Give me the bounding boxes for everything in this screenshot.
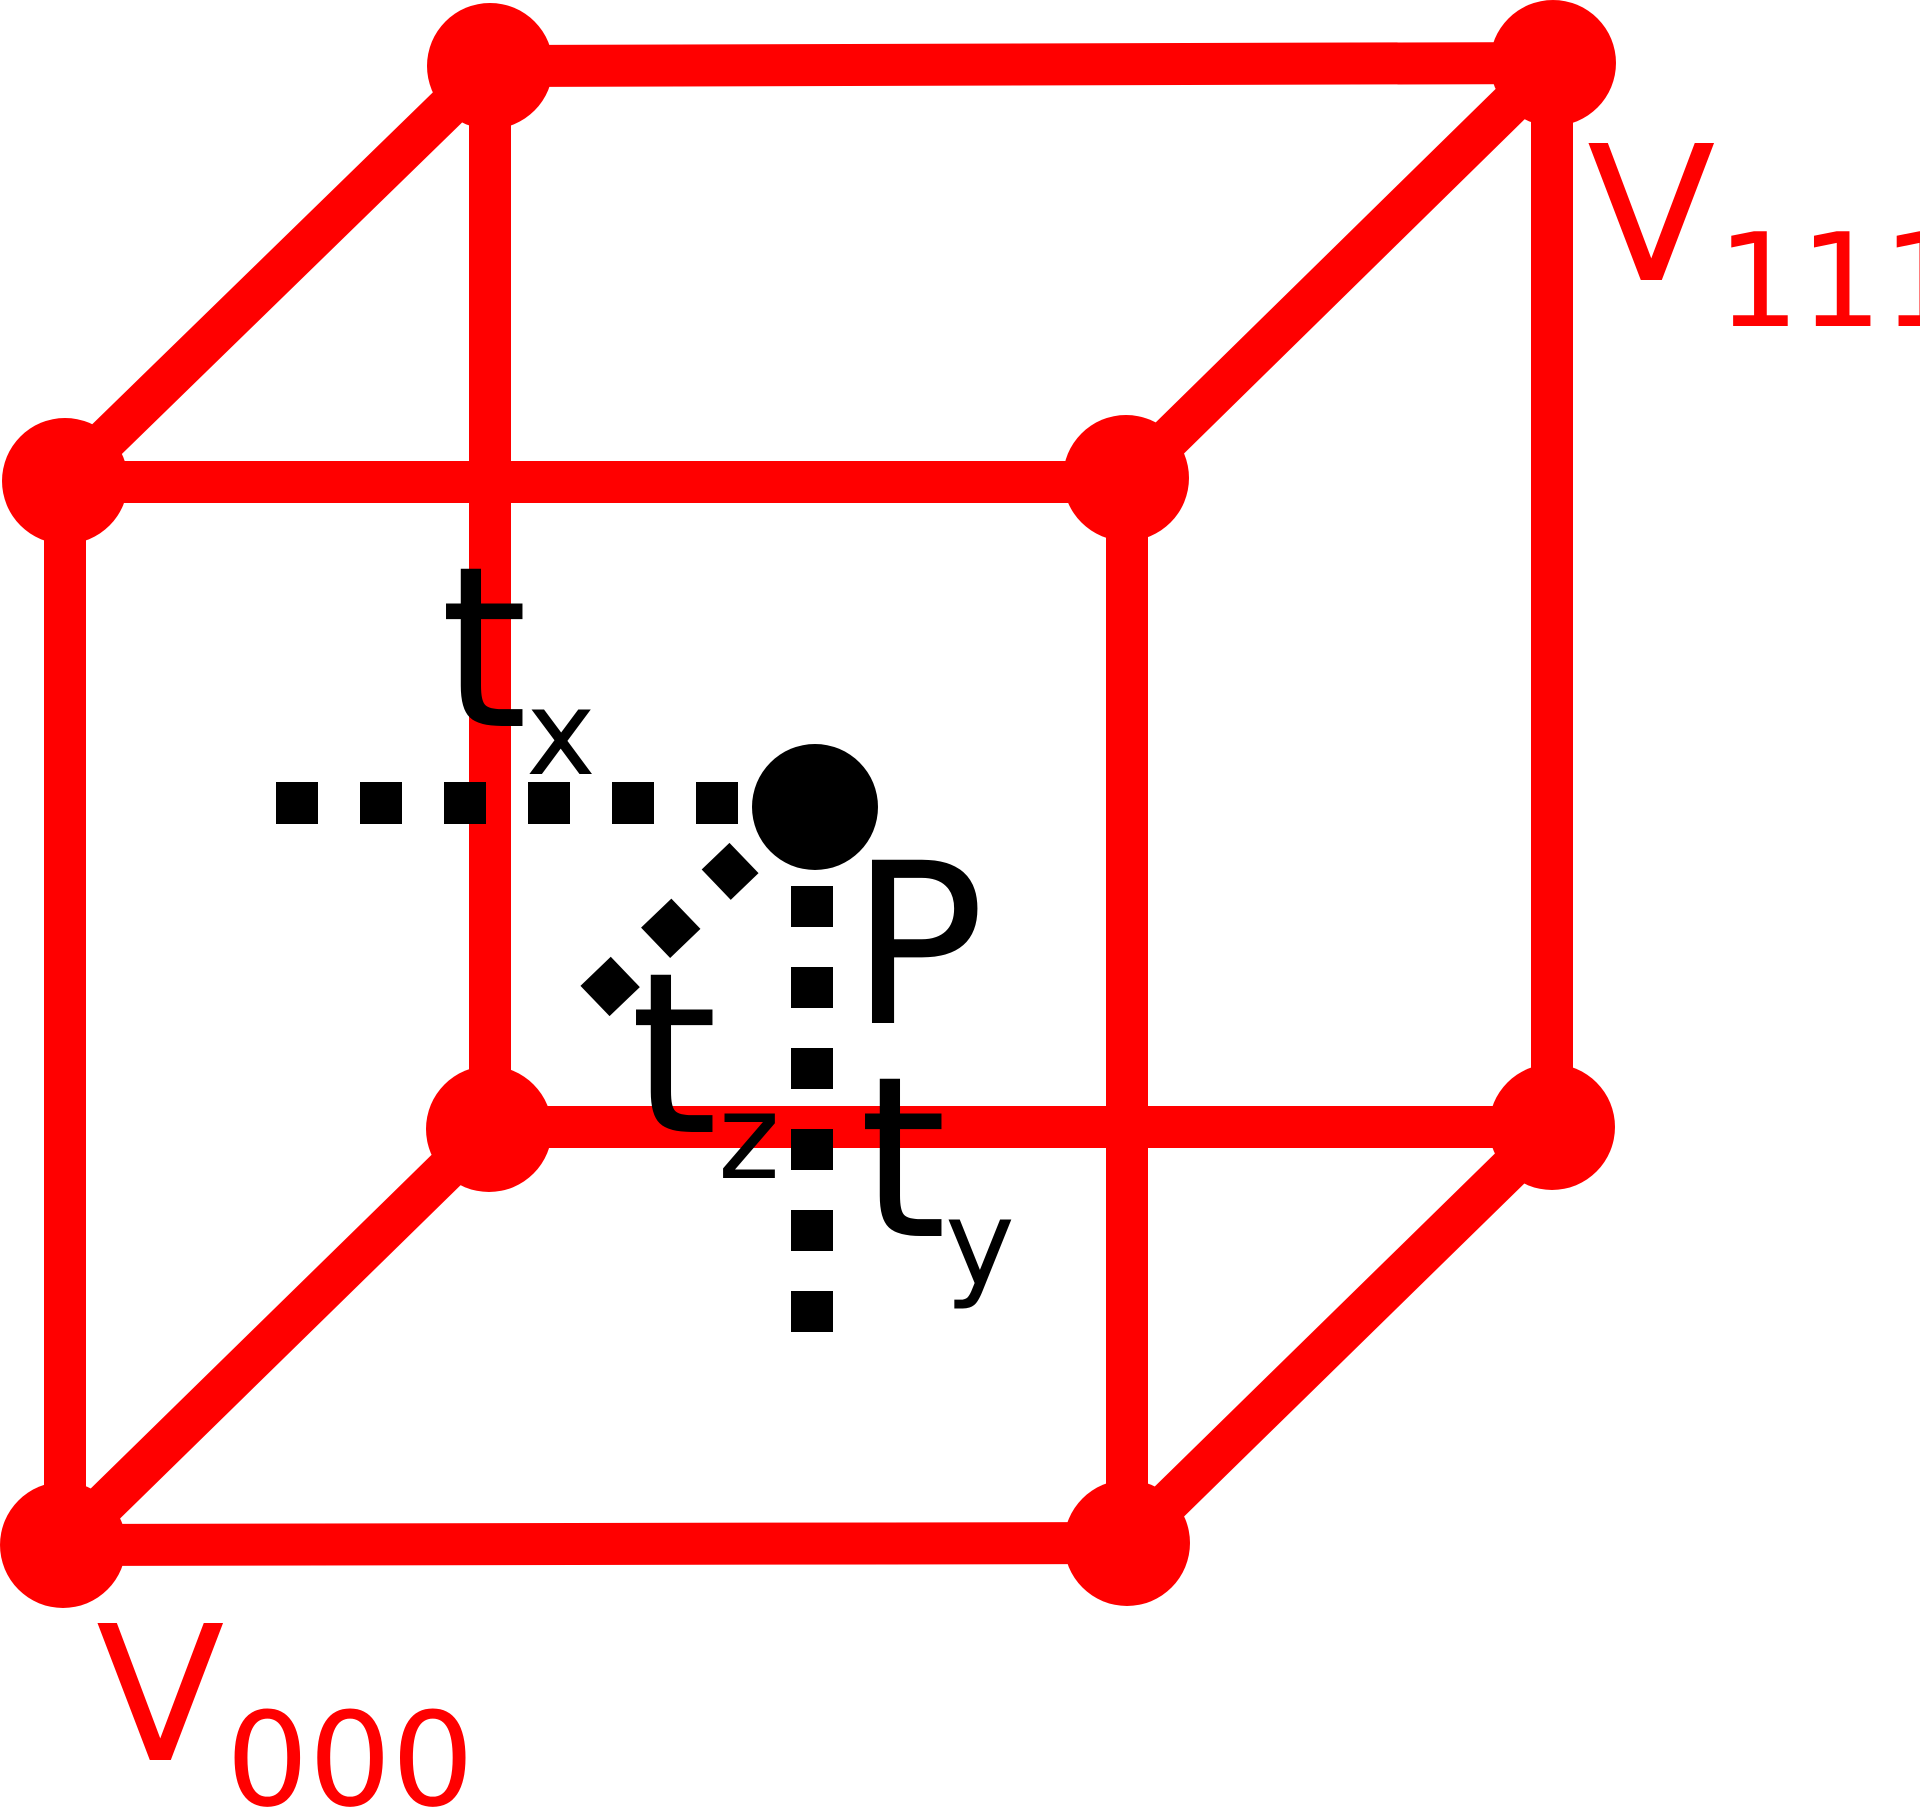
vertex-front-top-right xyxy=(1063,415,1189,541)
tz-guide-line xyxy=(580,842,759,1017)
vertex-back-bottom-left xyxy=(426,1066,552,1192)
label-v111-base: V xyxy=(1587,106,1716,325)
label-v000: V 000 xyxy=(96,1586,474,1808)
label-tx-base: t xyxy=(440,518,528,779)
label-tz-subscript: z xyxy=(718,1068,780,1206)
guide-lines xyxy=(276,782,833,1336)
cube-vertices xyxy=(0,0,1616,1608)
label-tz: t z xyxy=(630,924,780,1206)
labels: V 000 V 111 P t x t z t y xyxy=(96,106,1920,1808)
edge-top-left-depth xyxy=(48,50,505,498)
vertex-back-bottom-right xyxy=(1489,1064,1615,1190)
label-ty-base: t xyxy=(859,1028,947,1289)
label-tx: t x xyxy=(440,518,596,802)
edge-bottom-right-depth xyxy=(1112,1111,1567,1559)
vertex-front-bottom-right xyxy=(1064,1480,1190,1606)
label-v111-subscript: 111 xyxy=(1717,205,1920,357)
edge-top-right-depth xyxy=(1112,48,1567,495)
label-v000-base: V xyxy=(96,1586,225,1805)
label-ty: t y xyxy=(859,1028,1015,1312)
edge-front-bottom xyxy=(62,1522,1128,1566)
label-p: P xyxy=(850,815,985,1076)
vertex-v111 xyxy=(1490,0,1616,126)
vertex-back-top-left xyxy=(427,3,553,129)
label-v111: V 111 xyxy=(1587,106,1920,357)
cube-edges xyxy=(44,42,1573,1566)
edge-back-top xyxy=(489,42,1553,87)
vertex-v000 xyxy=(0,1482,126,1608)
edge-bottom-left-depth xyxy=(48,1111,505,1561)
point-p-marker xyxy=(752,744,878,870)
vertex-front-top-left xyxy=(2,418,128,544)
label-ty-subscript: y xyxy=(945,1174,1015,1312)
label-tx-subscript: x xyxy=(526,664,596,802)
label-v000-subscript: 000 xyxy=(226,1684,474,1808)
label-tz-base: t xyxy=(630,924,718,1185)
